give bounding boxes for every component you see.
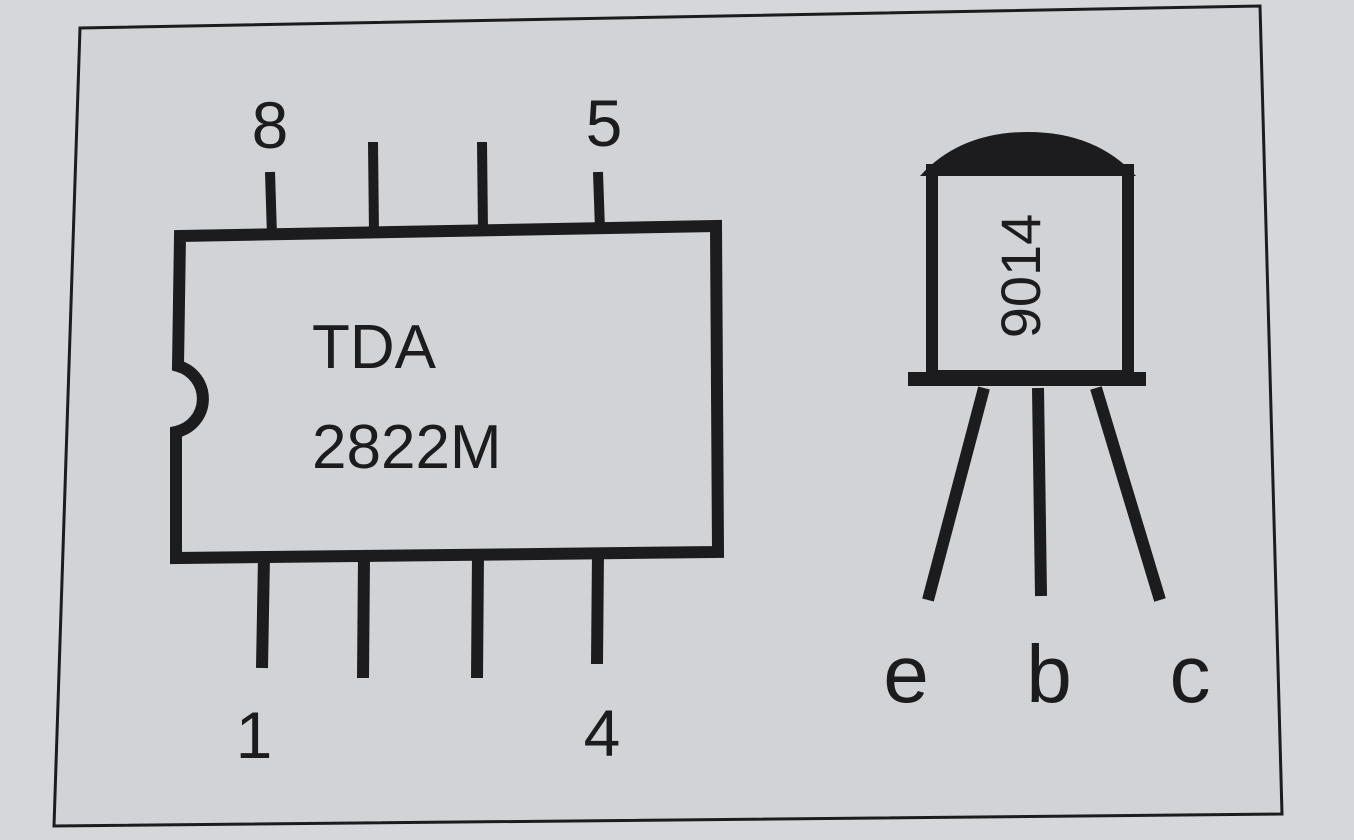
ic-body [170, 219, 725, 565]
ic-name-line1: TDA [312, 313, 437, 382]
transistor-lead-c [1090, 386, 1166, 602]
ic-pin-1 [256, 555, 270, 669]
transistor-lead-b [1032, 387, 1047, 597]
pin-label-5: 5 [586, 86, 623, 160]
ic-package: TDA 2822M 8 5 1 4 [170, 86, 725, 772]
ic-pin-8 [265, 171, 277, 237]
lead-label-e: e [883, 629, 929, 720]
ic-pin-4 [591, 551, 604, 665]
lead-label-c: c [1170, 629, 1211, 720]
transistor-marking: 9014 [989, 214, 1052, 339]
transistor-package: 9014 e b c [883, 132, 1211, 720]
ic-pin-3 [471, 553, 484, 679]
pin-label-8: 8 [252, 88, 289, 162]
transistor-flange [908, 372, 1146, 386]
ic-pin-6 [477, 141, 488, 233]
ic-pin-5 [593, 171, 605, 231]
lead-label-b: b [1026, 629, 1072, 720]
ic-pin-2 [357, 555, 370, 679]
pin-label-4: 4 [584, 696, 621, 770]
transistor-lead-e [922, 386, 990, 602]
pin-label-1: 1 [236, 698, 273, 772]
ic-name-line2: 2822M [312, 413, 502, 482]
ic-pin-7 [368, 141, 379, 235]
